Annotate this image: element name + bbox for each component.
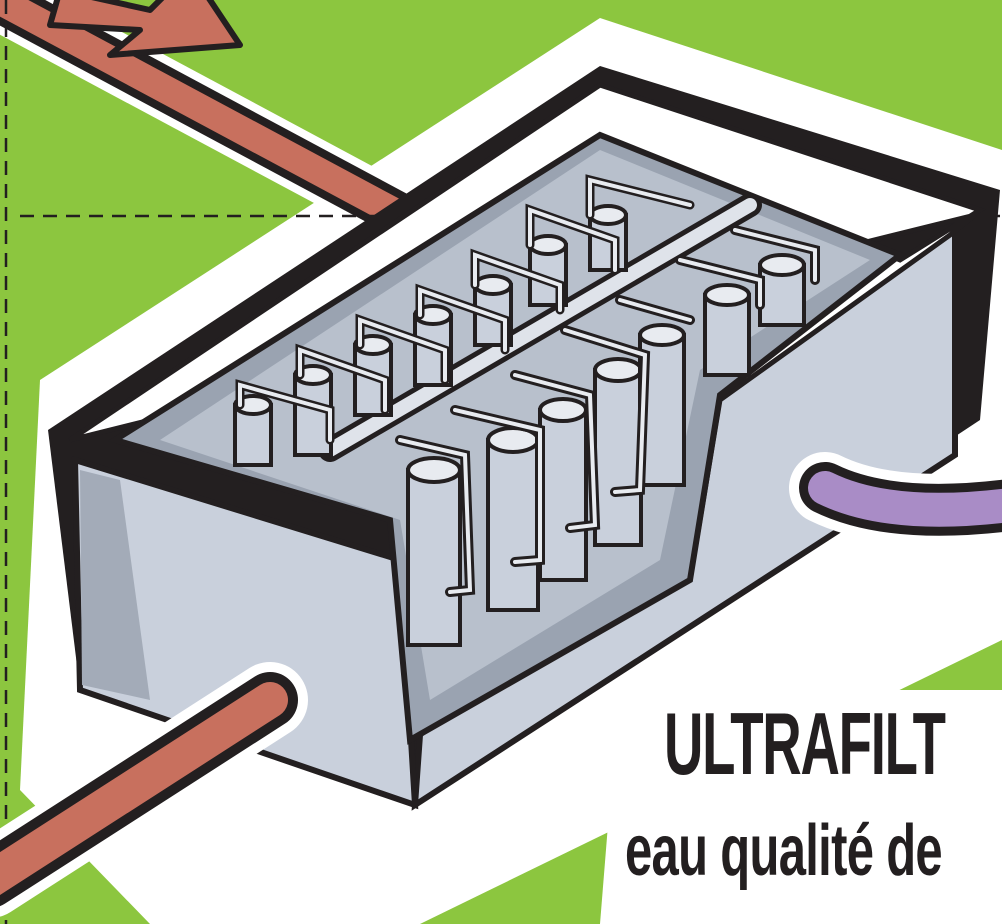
diagram-subtitle: eau qualité de xyxy=(625,815,942,887)
diagram-title: ULTRAFILT xyxy=(664,700,945,788)
outflow-pipe xyxy=(825,488,1002,510)
